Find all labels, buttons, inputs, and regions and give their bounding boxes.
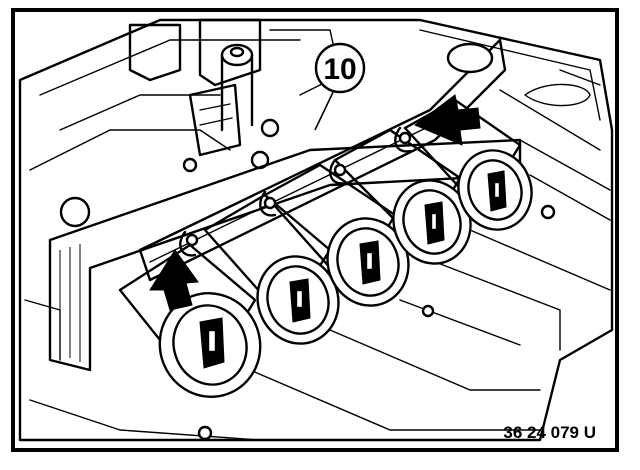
indicator-arrow-left (149, 249, 199, 311)
solenoid-valve-5 (403, 98, 533, 231)
solenoid-valve-4 (333, 128, 472, 265)
callout-leader-line (314, 87, 336, 131)
callout-number: 10 (323, 53, 356, 86)
solenoid-valve-1 (118, 243, 262, 398)
figure-frame (11, 8, 619, 452)
solenoid-valve-3 (263, 163, 410, 307)
retaining-clips (179, 126, 412, 257)
reference-code: 36 24 079 U (503, 423, 596, 442)
callout-circle (314, 42, 366, 94)
front-mounting-plate (48, 138, 522, 372)
indicator-arrow-right (414, 94, 481, 146)
valve-body-housing (18, 18, 614, 442)
